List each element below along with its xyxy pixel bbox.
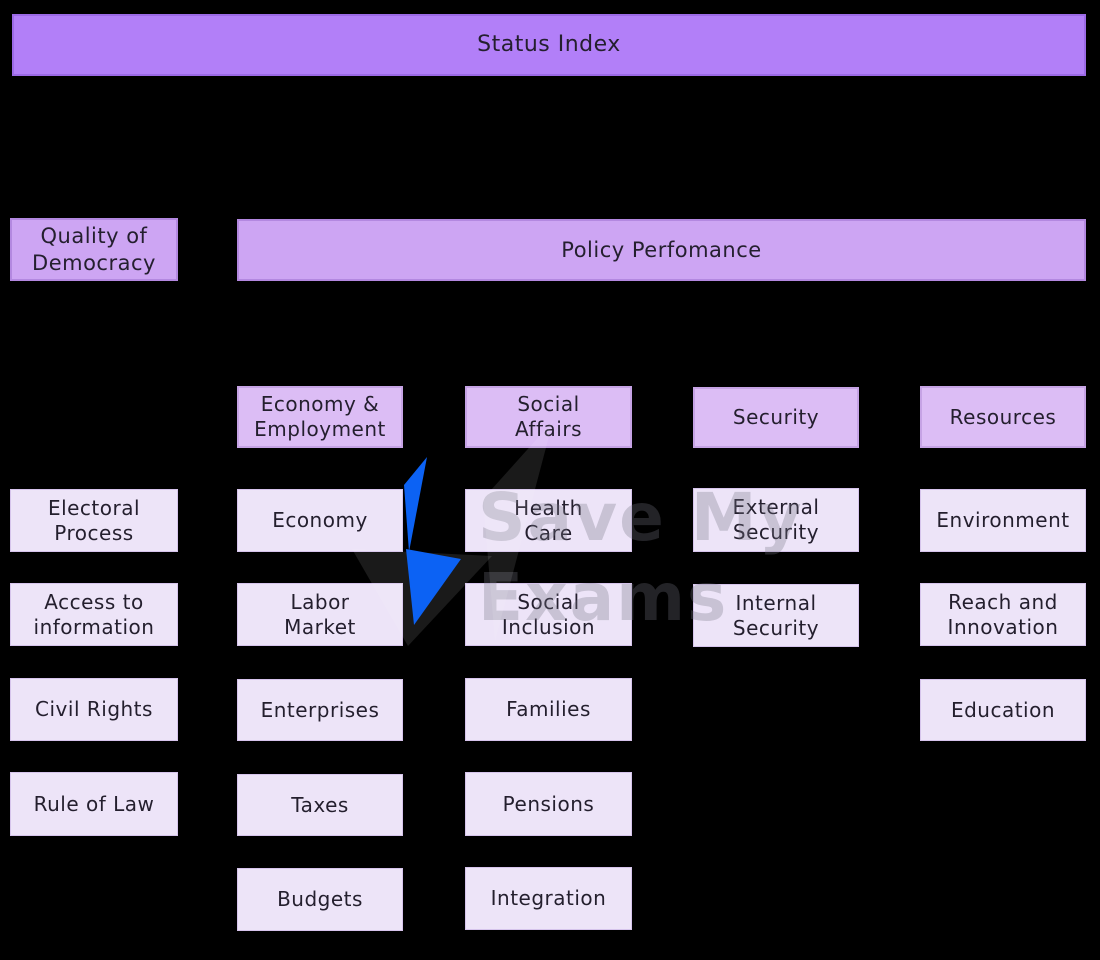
node-electoral-process: Electoral Process [10,489,178,552]
node-families: Families [465,678,632,741]
node-internal-security: Internal Security [693,584,859,647]
node-status-index: Status Index [12,14,1086,76]
node-enterprises: Enterprises [237,679,403,741]
node-access-to-information: Access to information [10,583,178,646]
node-education: Education [920,679,1086,741]
node-external-security: External Security [693,488,859,552]
node-social-inclusion: Social Inclusion [465,583,632,646]
node-health-care: Health Care [465,489,632,552]
node-integration: Integration [465,867,632,930]
node-economy-employment: Economy & Employment [237,386,403,448]
node-economy: Economy [237,489,403,552]
node-security: Security [693,387,859,448]
node-budgets: Budgets [237,868,403,931]
blue-bolt-icon [404,457,461,625]
node-civil-rights: Civil Rights [10,678,178,741]
node-reach-and-innovation: Reach and Innovation [920,583,1086,646]
node-environment: Environment [920,489,1086,552]
node-policy-performance: Policy Perfomance [237,219,1086,281]
node-resources: Resources [920,386,1086,448]
node-quality-of-democracy: Quality of Democracy [10,218,178,281]
node-pensions: Pensions [465,772,632,836]
node-taxes: Taxes [237,774,403,836]
node-labor-market: Labor Market [237,583,403,646]
node-rule-of-law: Rule of Law [10,772,178,836]
node-social-affairs: Social Affairs [465,386,632,448]
